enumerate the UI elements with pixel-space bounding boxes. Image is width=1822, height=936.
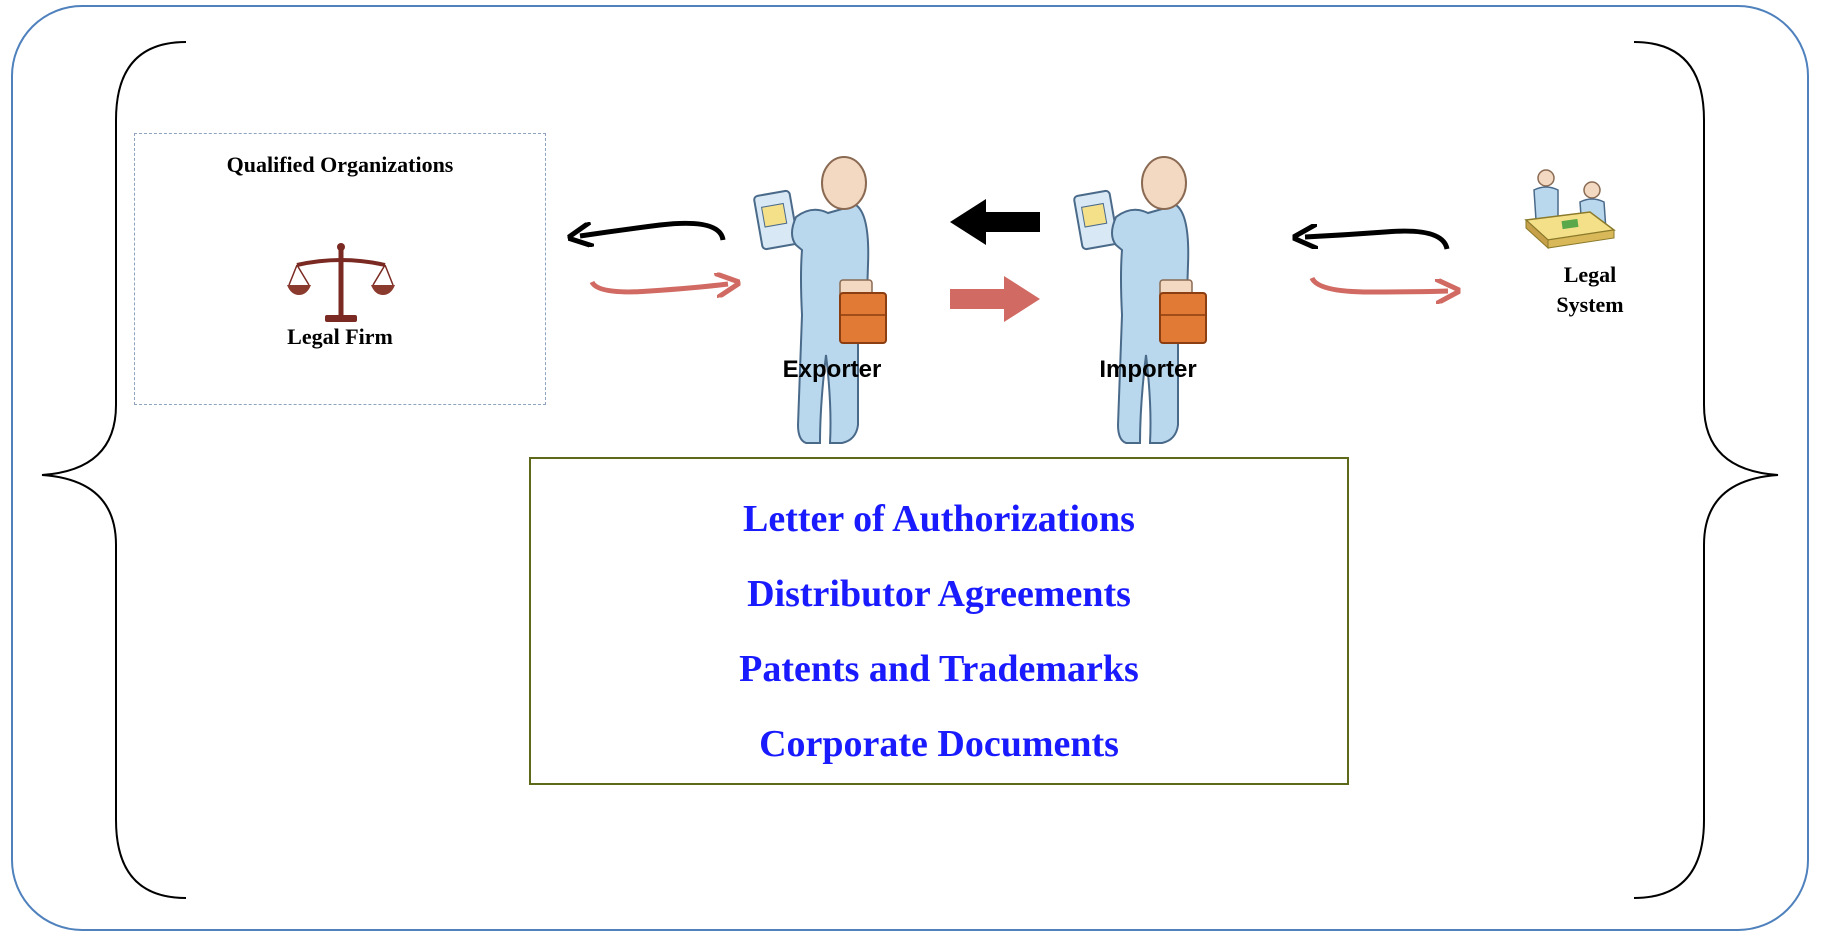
legal-system-label-line1: Legal (1563, 262, 1617, 287)
legal-system-label: Legal System (1520, 260, 1660, 320)
arrow-exporter-to-importer (950, 276, 1040, 322)
qualified-organizations-title: Qualified Organizations (226, 152, 454, 177)
arrow-exporter-to-firm (580, 220, 726, 240)
arrow-firm-to-exporter (589, 282, 728, 292)
exporter-label: Exporter (782, 356, 882, 383)
legal-system-label-line2: System (1556, 292, 1624, 317)
scale-of-justice-icon (287, 243, 395, 322)
document-item: Patents and Trademarks (739, 648, 1139, 690)
right-brace (1633, 41, 1779, 899)
arrow-legal-system-to-importer (1305, 231, 1450, 249)
importer-label: Importer (1099, 356, 1197, 383)
arrow-importer-to-exporter (950, 199, 1040, 245)
qualified-organizations-box: Qualified Organizations Legal Firm (134, 133, 546, 405)
document-item: Distributor Agreements (747, 573, 1131, 615)
importer-person-icon (1073, 156, 1207, 444)
exporter-person-icon (753, 156, 887, 444)
documents-box: Letter of Authorizations Distributor Agr… (529, 457, 1349, 785)
legal-meeting-icon (1524, 169, 1616, 250)
legal-firm-label: Legal Firm (287, 324, 393, 349)
document-item: Letter of Authorizations (743, 498, 1135, 540)
arrow-importer-to-legal-system (1309, 276, 1448, 292)
left-brace (41, 41, 187, 899)
document-item: Corporate Documents (759, 723, 1119, 765)
